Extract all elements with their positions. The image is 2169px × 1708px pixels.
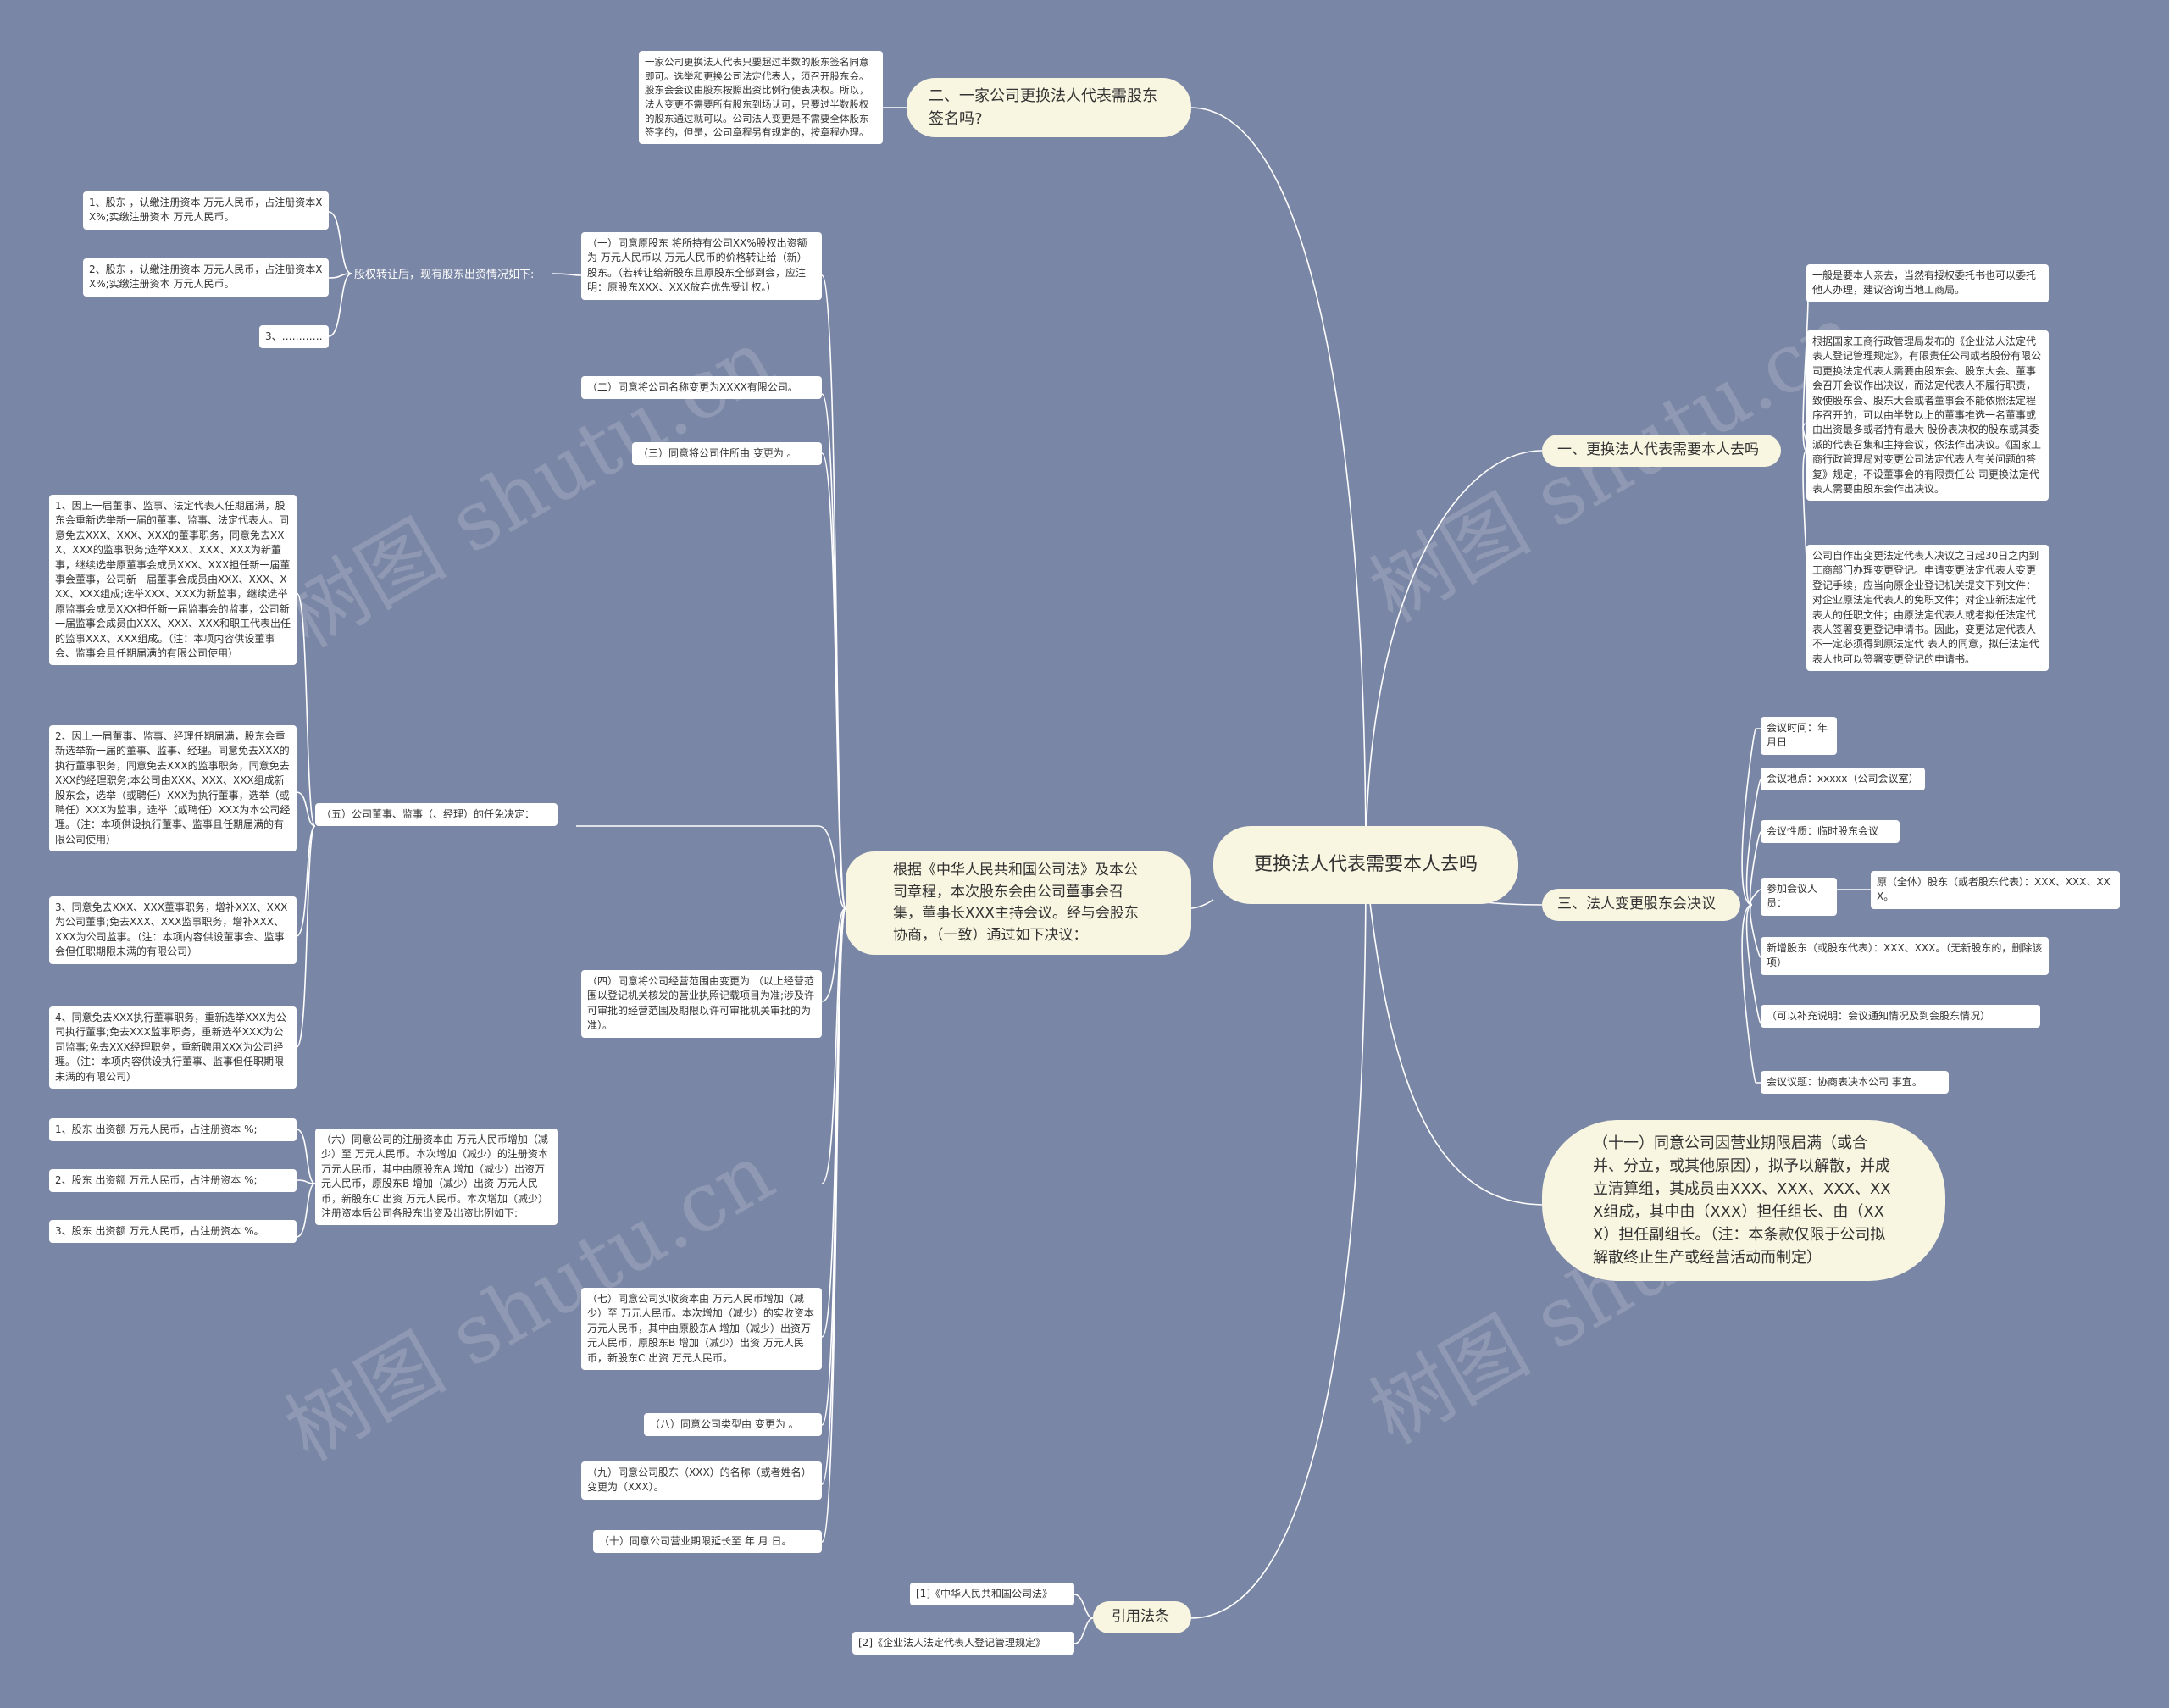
q1-detail-3[interactable]: 公司自作出变更法定代表人决议之日起30日之内到工商部门办理变更登记。申请变更法定… [1806,545,2049,672]
transfer-item[interactable]: 2、股东 ，认缴注册资本 万元人民币，占注册资本XX%;实缴注册资本 万元人民币… [83,258,329,297]
q3-item[interactable]: 参加会议人员： [1761,878,1837,916]
res-item-3[interactable]: （三）同意将公司住所由 变更为 。 [632,442,822,466]
capital-item[interactable]: 1、股东 出资额 万元人民币，占注册资本 %; [49,1118,297,1142]
director-item[interactable]: 4、同意免去XXX执行董事职务，重新选举XXX为公司执行董事;免去XXX监事职务… [49,1006,297,1089]
res-item-8[interactable]: （八）同意公司类型由 变更为 。 [644,1413,822,1437]
transfer-label: 股权转让后，现有股东出资情况如下: [354,269,535,281]
hub-q2[interactable]: 二、一家公司更换法人代表需股东签名吗? [907,78,1191,137]
q3-item[interactable]: 会议时间：年月日 [1761,717,1837,755]
q3-item[interactable]: （可以补充说明：会议通知情况及到会股东情况） [1761,1005,2040,1029]
res-item-5[interactable]: （五）公司董事、监事（、经理）的任免决定： [315,803,558,827]
q1-detail-1[interactable]: 一般是要本人亲去，当然有授权委托书也可以委托他人办理，建议咨询当地工商局。 [1806,264,2049,302]
q3-item[interactable]: 会议性质：临时股东会议 [1761,820,1900,844]
q3-item[interactable]: 新增股东（或股东代表）：XXX、XXX。（无新股东的，删除该项） [1761,937,2049,975]
res-item-1[interactable]: （一）同意原股东 将所持有公司XX%股权出资额为 万元人民币以 万元人民币的价格… [581,232,822,300]
director-item[interactable]: 2、因上一届董事、监事、经理任期届满，股东会重新选举新一届的董事、监事、经理。同… [49,725,297,852]
q2-detail[interactable]: 一家公司更换法人代表只要超过半数的股东签名同意即可。选举和更换公司法定代表人，须… [639,51,883,145]
hub-q1[interactable]: 一、更换法人代表需要本人去吗 [1542,435,1781,467]
hub-eleven[interactable]: （十一）同意公司因营业期限届满（或合并、分立，或其他原因），拟予以解散，并成立清… [1542,1120,1945,1281]
q3-attendees[interactable]: 原（全体）股东（或者股东代表）：XXX、XXX、XXX。 [1871,871,2120,909]
res-item-10[interactable]: （十）同意公司营业期限延长至 年 月 日。 [593,1530,822,1554]
hub-resolution[interactable]: 根据《中华人民共和国公司法》及本公司章程，本次股东会由公司董事会召集，董事长XX… [846,851,1191,955]
transfer-item[interactable]: 1、股东 ，认缴注册资本 万元人民币，占注册资本XX%;实缴注册资本 万元人民币… [83,191,329,230]
director-item[interactable]: 3、同意免去XXX、XXX董事职务，增补XXX、XXX为公司董事;免去XXX、X… [49,896,297,964]
q3-item[interactable]: 会议议题：协商表决本公司 事宜。 [1761,1071,1949,1095]
res-item-4[interactable]: （四）同意将公司经营范围由变更为 （以上经营范围以登记机关核发的营业执照记载项目… [581,970,822,1038]
root-topic[interactable]: 更换法人代表需要本人去吗 [1213,826,1518,904]
hub-q3[interactable]: 三、法人变更股东会决议 [1542,889,1740,921]
transfer-item[interactable]: 3、………… [259,325,329,349]
q1-detail-2[interactable]: 根据国家工商行政管理局发布的《企业法人法定代表人登记管理规定》，有限责任公司或者… [1806,330,2049,502]
capital-item[interactable]: 3、股东 出资额 万元人民币，占注册资本 %。 [49,1220,297,1244]
res-item-9[interactable]: （九）同意公司股东（XXX）的名称（或者姓名）变更为（XXX）。 [581,1461,822,1500]
res-item-7[interactable]: （七）同意公司实收资本由 万元人民币增加（减少）至 万元人民币。本次增加（减少）… [581,1288,822,1370]
ref-item[interactable]: [2]《企业法人法定代表人登记管理规定》 [852,1632,1074,1655]
q3-item[interactable]: 会议地点：xxxxx（公司会议室） [1761,768,1925,791]
capital-item[interactable]: 2、股东 出资额 万元人民币，占注册资本 %; [49,1169,297,1193]
hub-refs[interactable]: 引用法条 [1093,1601,1191,1633]
director-item[interactable]: 1、因上一届董事、监事、法定代表人任期届满，股东会重新选举新一届的董事、监事、法… [49,495,297,666]
res-item-6[interactable]: （六）同意公司的注册资本由 万元人民币增加（减少）至 万元人民币。本次增加（减少… [315,1128,558,1226]
res-item-2[interactable]: （二）同意将公司名称变更为XXXX有限公司。 [581,376,822,400]
ref-item[interactable]: [1]《中华人民共和国公司法》 [910,1583,1074,1606]
